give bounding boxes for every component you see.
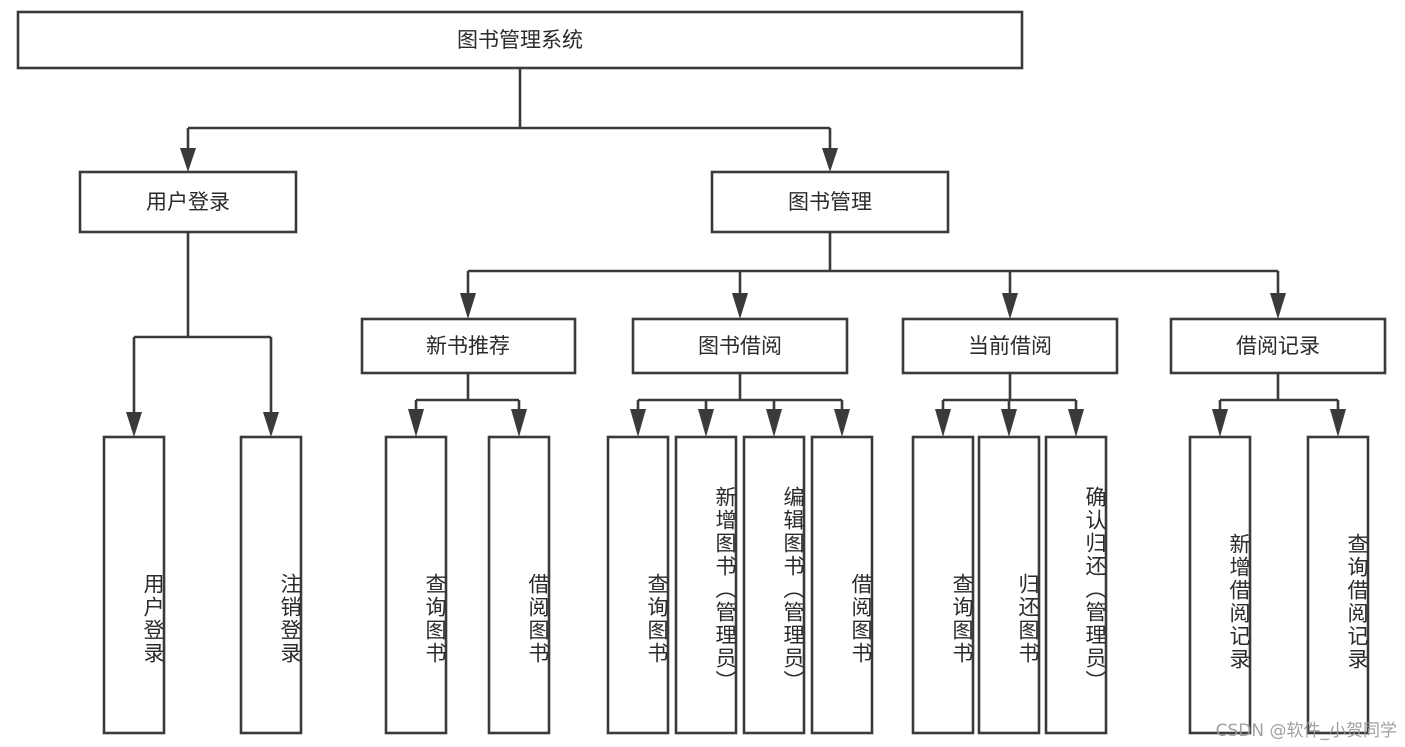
- leaf-current-borrow-1[interactable]: [911, 435, 975, 735]
- arrow-to-borrow-record: [1270, 293, 1286, 319]
- arrow-current-borrow-leaf-1: [935, 409, 951, 437]
- leaf-borrow-record-2[interactable]: [1306, 435, 1370, 735]
- arrow-book-borrow-leaf-4: [834, 409, 850, 437]
- arrow-current-borrow-leaf-2: [1001, 409, 1017, 437]
- connector-layer: [126, 68, 1346, 437]
- arrow-book-borrow-leaf-3: [766, 409, 782, 437]
- leaf-book-borrow-4[interactable]: [810, 435, 874, 735]
- node-new-book-recommend[interactable]: [360, 317, 577, 375]
- arrow-borrow-record-leaf-1: [1212, 409, 1228, 437]
- leaf-book-borrow-3[interactable]: [742, 435, 806, 735]
- node-root[interactable]: [16, 10, 1024, 70]
- node-user-login-label: 用户登录: [146, 190, 230, 214]
- node-root-label: 图书管理系统: [457, 28, 583, 52]
- watermark-csdn: CSDN @软件_小贺同学: [1215, 721, 1397, 741]
- arrow-new-book-leaf-1: [408, 409, 424, 437]
- node-book-borrow[interactable]: [631, 317, 849, 375]
- arrow-root-to-book-mgmt: [822, 148, 838, 172]
- leaf-book-borrow-1[interactable]: [606, 435, 670, 735]
- node-user-login[interactable]: [78, 170, 298, 234]
- node-current-borrow[interactable]: [901, 317, 1119, 375]
- arrow-root-to-user-login: [180, 148, 196, 172]
- leaf-new-book-2[interactable]: [487, 435, 551, 735]
- leaf-borrow-record-1[interactable]: [1188, 435, 1252, 735]
- arrow-user-login-leaf-1: [126, 412, 142, 437]
- node-current-borrow-label: 当前借阅: [968, 334, 1052, 358]
- arrow-to-new-book: [460, 293, 476, 319]
- node-layer: 图书管理系统 用户登录 图书管理 新书推荐 图书借阅 当前借阅 借阅记录: [16, 10, 1387, 735]
- leaf-new-book-1[interactable]: [384, 435, 448, 735]
- arrow-to-current-borrow: [1002, 293, 1018, 319]
- node-new-book-recommend-label: 新书推荐: [426, 334, 510, 358]
- leaf-user-login-1[interactable]: [102, 435, 166, 735]
- arrow-borrow-record-leaf-2: [1330, 409, 1346, 437]
- leaf-user-login-2[interactable]: [239, 435, 303, 735]
- node-book-management-label: 图书管理: [788, 190, 872, 214]
- node-borrow-record[interactable]: [1169, 317, 1387, 375]
- node-borrow-record-label: 借阅记录: [1236, 334, 1320, 358]
- node-book-borrow-label: 图书借阅: [698, 334, 782, 358]
- arrow-to-book-borrow: [732, 293, 748, 319]
- leaf-current-borrow-2[interactable]: [977, 435, 1041, 735]
- arrow-current-borrow-leaf-3: [1068, 409, 1084, 437]
- arrow-book-borrow-leaf-2: [698, 409, 714, 437]
- leaf-book-borrow-2[interactable]: [674, 435, 738, 735]
- leaf-current-borrow-3[interactable]: [1044, 435, 1108, 735]
- arrow-user-login-leaf-2: [263, 412, 279, 437]
- arrow-book-borrow-leaf-1: [630, 409, 646, 437]
- arrow-new-book-leaf-2: [511, 409, 527, 437]
- node-book-management[interactable]: [710, 170, 950, 234]
